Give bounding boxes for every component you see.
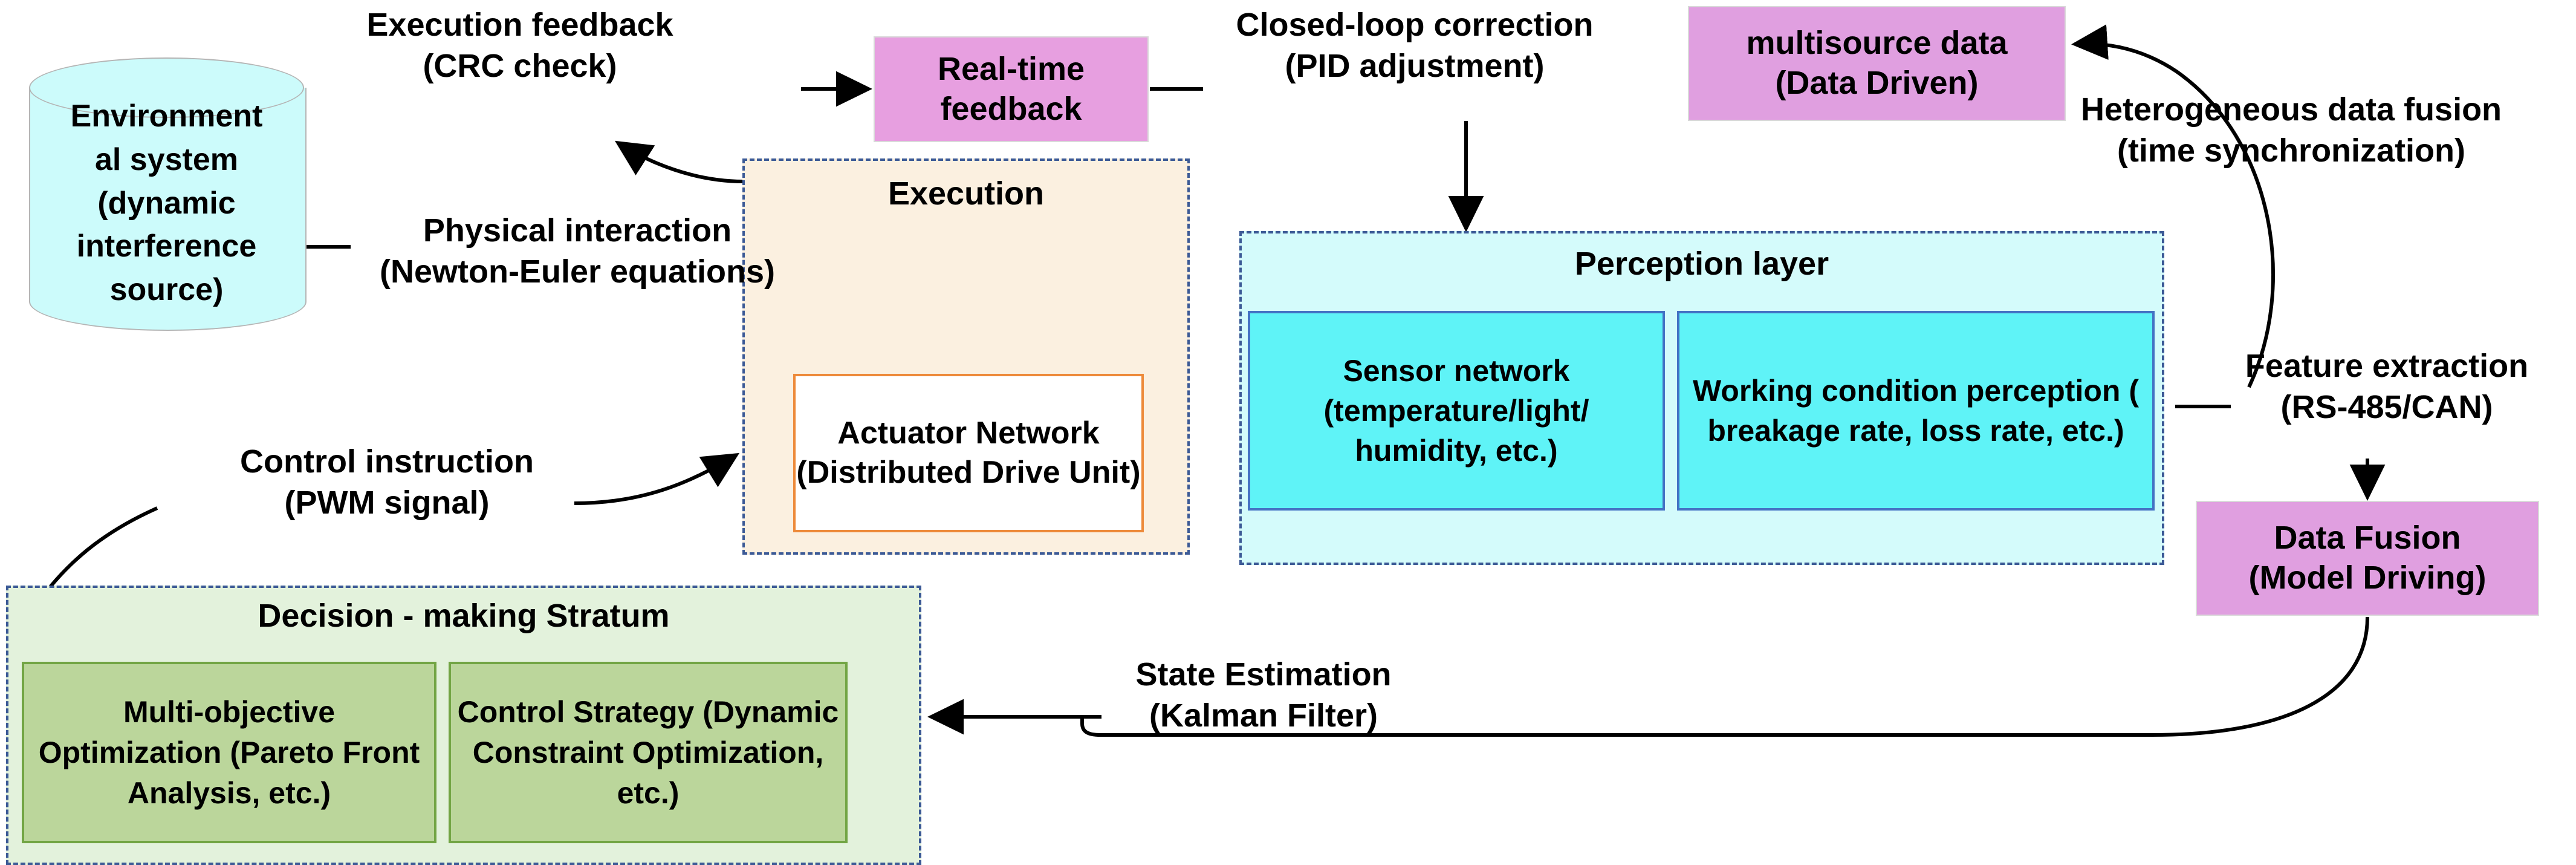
edge-label-feature-extraction: Feature extraction (RS-485/CAN) [2199,346,2574,428]
actuator-line-1: Actuator Network [837,416,1100,451]
working-condition-perception-box[interactable]: Working condition perception ( breakage … [1677,311,2155,511]
sensor-line-3: humidity, etc.) [1355,434,1558,468]
sensor-network-box[interactable]: Sensor network (temperature/light/ humid… [1248,311,1665,511]
ctrlstrat-line-3: Optimization, etc.) [617,735,824,810]
multisource-data-box[interactable]: multisource data (Data Driven) [1688,6,2066,121]
multi-objective-label: Multi-objective Optimization (Pareto Fro… [28,692,430,814]
actuator-line-2: (Distributed Drive [796,455,1060,490]
working-line-3: rate, loss rate, etc.) [1848,414,2124,448]
sensor-line-1: Sensor network [1343,354,1570,388]
closed-loop-line-1: Closed-loop correction [1236,7,1594,43]
env-line-3: (dynamic [97,185,236,221]
multi-objective-optimization-box[interactable]: Multi-objective Optimization (Pareto Fro… [22,662,436,843]
sensor-line-2: (temperature/light/ [1323,394,1589,428]
ctrlstrat-line-1: Control Strategy [457,694,695,729]
multisource-data-line-2: (Data Driven) [1775,65,1979,101]
env-line-2: al system [94,142,239,177]
environmental-system-cylinder[interactable]: Environment al system (dynamic interfere… [29,57,307,342]
hetero-line-2: (time synchronization) [2117,132,2466,169]
physical-line-1: Physical interaction [423,212,732,249]
cylinder-body [29,88,307,331]
edge-label-physical-interaction: Physical interaction (Newton-Euler equat… [339,211,816,292]
actuator-network-box[interactable]: Actuator Network (Distributed Drive Unit… [793,374,1144,532]
multiobj-line-1: Multi-objective [123,694,336,729]
multiobj-line-3: Front Analysis, etc.) [127,735,420,810]
state-est-line-2: (Kalman Filter) [1149,697,1378,734]
realtime-feedback-line-2: feedback [940,90,1082,127]
env-line-5: source) [109,272,224,307]
environmental-system-label: Environment al system (dynamic interfere… [29,86,304,328]
exec-feedback-line-1: Execution feedback [366,7,673,43]
arrow-execution-to-crc-feedback [614,140,744,183]
exec-feedback-line-2: (CRC check) [423,47,617,84]
hetero-line-1: Heterogeneous data fusion [2080,91,2502,128]
control-strategy-label: Control Strategy (Dynamic Constraint Opt… [455,692,842,814]
edge-label-control-instruction: Control instruction (PWM signal) [206,442,568,523]
ctrlstrat-line-2: (Dynamic Constraint [472,694,839,769]
feature-line-1: Feature extraction [2245,348,2529,384]
multiobj-line-2: Optimization (Pareto [38,735,334,769]
actuator-network-label: Actuator Network (Distributed Drive Unit… [796,414,1141,492]
edge-label-closed-loop-correction: Closed-loop correction (PID adjustment) [1197,5,1632,86]
state-est-line-1: State Estimation [1135,656,1392,693]
realtime-feedback-box[interactable]: Real-time feedback [874,36,1149,142]
sensor-network-label: Sensor network (temperature/light/ humid… [1254,351,1659,471]
env-line-4: interference [76,229,257,264]
realtime-feedback-line-1: Real-time [937,50,1085,87]
cylinder-top-ellipse [29,57,304,118]
ctrl-instr-line-2: (PWM signal) [284,484,490,521]
edge-label-state-estimation: State Estimation (Kalman Filter) [1094,654,1433,736]
arrow-control-instruction-to-execution [574,452,740,505]
data-fusion-box[interactable]: Data Fusion (Model Driving) [2196,501,2539,616]
working-line-2: perception ( breakage [1707,374,2139,448]
perception-layer-title: Perception layer [1574,246,1829,282]
perception-layer-container[interactable]: Perception layer Sensor network (tempera… [1239,231,2164,565]
working-condition-label: Working condition perception ( breakage … [1683,371,2149,451]
edge-label-heterogeneous-data-fusion: Heterogeneous data fusion (time synchron… [2007,90,2575,171]
execution-layer-container[interactable]: Execution Actuator Network (Distributed … [742,158,1190,555]
data-fusion-line-1: Data Fusion [2274,520,2461,557]
decision-making-stratum-container[interactable]: Decision - making Stratum Multi-objectiv… [6,586,921,865]
execution-layer-title: Execution [887,175,1045,212]
multisource-data-line-1: multisource data [1746,25,2008,62]
control-strategy-box[interactable]: Control Strategy (Dynamic Constraint Opt… [449,662,848,843]
physical-line-2: (Newton-Euler equations) [379,253,775,290]
ctrl-instr-line-1: Control instruction [240,443,534,480]
working-line-1: Working condition [1693,374,1958,408]
decision-layer-title: Decision - making Stratum [258,598,670,634]
env-line-1: Environment [70,99,263,134]
actuator-line-3: Unit) [1069,455,1141,490]
data-fusion-line-2: (Model Driving) [2248,560,2487,596]
edge-label-execution-feedback: Execution feedback (CRC check) [326,5,713,86]
feature-line-2: (RS-485/CAN) [2280,388,2493,425]
closed-loop-line-2: (PID adjustment) [1285,47,1545,84]
